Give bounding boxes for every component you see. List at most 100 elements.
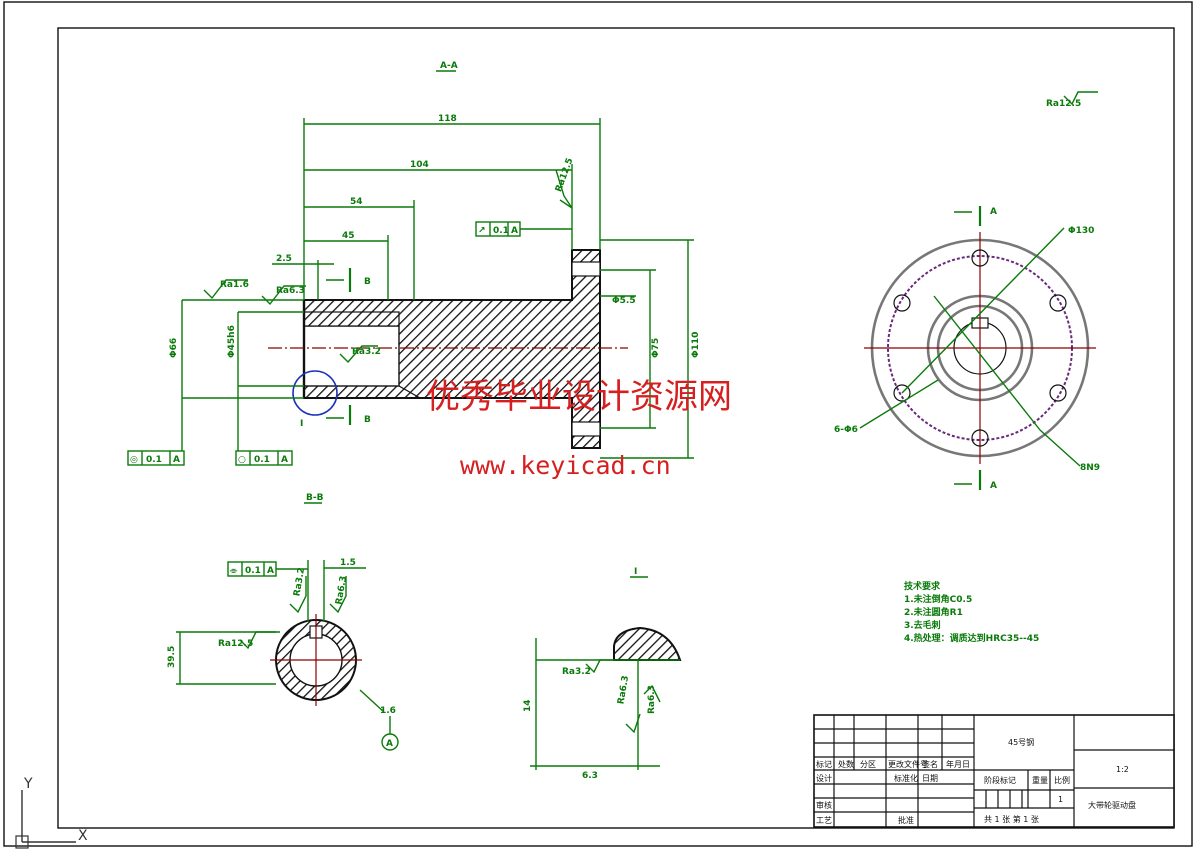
dim-14: 14 [523,699,533,712]
svg-text:0.1: 0.1 [254,455,270,465]
svg-text:1: 1 [1058,795,1063,804]
svg-text:分区: 分区 [860,760,876,769]
tolerance-frame-2: ◎ 0.1 A [127,450,185,466]
dim-6-phi6: 6-Φ6 [834,425,858,435]
tolerance-frame-4: ⌯ 0.1 A [227,561,308,577]
dim-54: 54 [304,197,415,300]
inner-frame [57,27,1175,829]
part-name: 大带轮驱动盘 [1088,800,1136,810]
svg-text:Ra1.6: Ra1.6 [220,280,249,290]
detail-label-i: I [300,419,303,429]
svg-text:A: A [386,739,393,749]
dim-phi0-08: 1.6 [380,706,396,716]
svg-text:○: ○ [238,455,246,465]
tech-req-item: 1.未注倒角C0.5 [904,593,972,605]
dim-45: 45 [304,231,389,300]
general-roughness: Ra12.5 [1046,91,1098,109]
svg-text:Ra6.3: Ra6.3 [334,575,349,605]
view-label-detail: I [634,567,637,577]
svg-text:A: A [267,566,274,576]
tech-req-item: 4.热处理：调质达到HRC35--45 [904,632,1039,644]
dim-phi45h6: Φ45h6 [227,311,304,458]
dim-phi5-5: Φ5.5 [612,296,636,306]
svg-text:审核: 审核 [816,800,832,810]
detail-i-view: I 14 Ra3.2 Ra6.3 Ra6.3 6.3 [523,567,682,781]
ucs-icon: Y X [15,776,88,849]
end-view: Φ130 8N9 6-Φ6 A A Ra12.5 [834,91,1100,491]
svg-text:工艺: 工艺 [816,816,832,825]
dim-118: 118 [303,114,601,300]
svg-text:Ra3.2: Ra3.2 [352,347,381,357]
svg-text:签名: 签名 [922,759,938,769]
ucs-x-label: X [78,828,88,844]
tolerance-frame-1: ↗ 0.1 A [475,221,572,237]
hub-section [303,249,601,449]
svg-text:14: 14 [523,699,533,712]
svg-text:标准化: 标准化 [894,773,918,783]
svg-text:0.1: 0.1 [146,455,162,465]
svg-text:Ra6.3: Ra6.3 [647,685,657,714]
svg-text:Ra3.2: Ra3.2 [562,667,591,677]
surface-finish-6: Ra6.3 [329,575,349,614]
dim-phi75: Φ75 [600,269,661,429]
dim-phi110: Φ110 [600,239,701,459]
svg-text:阶段标记: 阶段标记 [984,775,1016,785]
section-label-a-bottom: A [990,481,997,491]
svg-text:Φ45h6: Φ45h6 [227,325,237,358]
svg-text:Φ66: Φ66 [169,338,179,358]
svg-text:0.1: 0.1 [245,566,261,576]
bore [303,325,400,387]
datum-a: A [381,716,399,751]
view-label-bb: B-B [306,493,324,503]
svg-text:⌯: ⌯ [230,566,238,576]
dim-phi130: Φ130 [1068,226,1094,236]
svg-text:Ra12.5: Ra12.5 [218,639,253,649]
surface-finish-2: Ra6.3 [261,285,306,306]
section-bb-view: B-B ⌯ 0.1 A 1.5 Ra3.2 Ra6.3 [167,493,399,751]
svg-text:2.5: 2.5 [276,254,292,264]
bolt-holes [893,249,1067,447]
watermark-line2: www.keyicad.cn [460,451,671,480]
svg-text:Φ110: Φ110 [691,332,701,358]
surface-finish-7: Ra12.5 [218,631,280,650]
svg-text:处数: 处数 [838,759,854,769]
watermark: 优秀毕业设计资源网 www.keyicad.cn [426,377,732,480]
dim-8n9: 8N9 [1080,463,1100,473]
dim-2-5: 2.5 [272,254,334,300]
flange-hole-top [571,261,601,277]
svg-text:标记: 标记 [816,759,832,769]
svg-text:A: A [281,455,288,465]
svg-text:Ra6.3: Ra6.3 [276,286,305,296]
ucs-y-label: Y [23,776,33,792]
svg-text:45: 45 [342,231,355,241]
detail-circle-i [292,370,338,416]
view-label-aa: A-A [440,61,458,71]
svg-text:日期: 日期 [922,774,938,783]
tech-req-item: 3.去毛刺 [904,619,941,631]
material-label: 45号钢 [1008,737,1034,747]
svg-text:共 1 张 第 1 张: 共 1 张 第 1 张 [984,814,1039,824]
svg-text:重量: 重量 [1032,775,1048,785]
surface-finish-9: Ra6.3 [643,684,661,714]
tech-req-item: 2.未注圆角R1 [904,606,963,618]
surface-finish-8: Ra3.2 [562,659,614,677]
surface-finish-10: Ra6.3 [616,675,641,734]
watermark-line1: 优秀毕业设计资源网 [426,377,732,417]
svg-text:比例: 比例 [1054,775,1070,785]
surface-finish-1: Ra1.6 [203,279,249,300]
svg-text:A: A [511,226,518,236]
svg-text:◎: ◎ [130,455,138,465]
flange-hole-bottom [571,421,601,437]
main-section-view: A-A I B B 118 [127,61,701,466]
svg-text:Ra6.3: Ra6.3 [616,675,631,705]
svg-text:39.5: 39.5 [167,646,177,668]
section-label-b-top: B [364,277,371,287]
title-block: 标记 处数 分区 更改文件号 签名 年月日 设计 标准化 审核 工艺 批准 日期… [813,714,1175,828]
tech-req-title: 技术要求 [904,580,941,592]
svg-text:Ra12.5: Ra12.5 [1046,99,1081,109]
surface-finish-3: Ra3.2 [339,345,381,364]
tolerance-frame-3: ○ 0.1 A [235,450,293,466]
svg-text:Ra3.2: Ra3.2 [292,567,307,597]
svg-text:0.1: 0.1 [493,226,509,236]
